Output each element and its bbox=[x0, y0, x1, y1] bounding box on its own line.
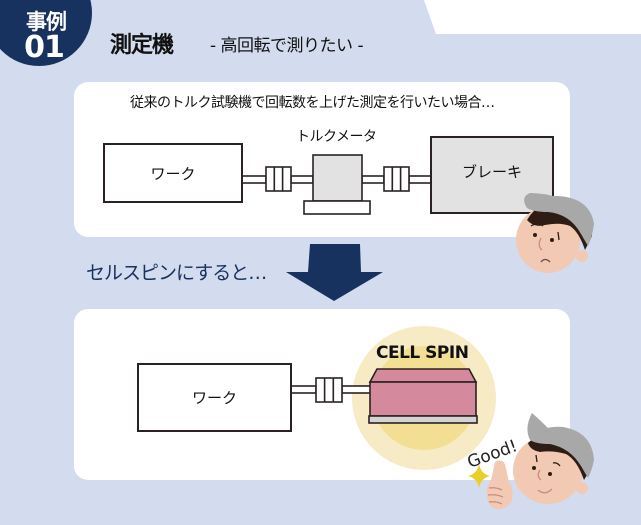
coupling-icon bbox=[315, 377, 343, 403]
happy-face-icon bbox=[513, 413, 594, 504]
brake-label: ブレーキ bbox=[461, 162, 522, 181]
good-exclamation: Good! bbox=[465, 436, 520, 472]
cellspin-label: CELL SPIN bbox=[376, 343, 469, 363]
transition-text: セルスピンにすると… bbox=[86, 262, 267, 284]
before-caption: 従来のトルク試験機で回転数を上げた測定を行いたい場合… bbox=[130, 95, 495, 111]
page-title: 測定機 bbox=[110, 33, 174, 58]
work-box-after: ワーク bbox=[137, 363, 292, 432]
coupling-icon bbox=[265, 166, 292, 192]
work-label-after: ワーク bbox=[191, 389, 237, 407]
work-box: ワーク bbox=[103, 143, 243, 203]
torque-meter-label: トルクメータ bbox=[296, 129, 377, 145]
torque-meter-base bbox=[303, 200, 371, 215]
worried-face-icon bbox=[516, 193, 594, 273]
thumbs-up-icon bbox=[486, 460, 513, 510]
case-badge-label: 事例 bbox=[26, 10, 67, 34]
case-badge-number: 01 bbox=[24, 30, 65, 65]
cellspin-body bbox=[369, 381, 477, 417]
cellspin-base bbox=[368, 415, 478, 424]
sparkle-icon bbox=[468, 464, 490, 488]
coupling-icon bbox=[383, 166, 410, 192]
work-label: ワーク bbox=[150, 164, 196, 183]
page-subtitle: - 高回転で測りたい - bbox=[210, 36, 364, 56]
